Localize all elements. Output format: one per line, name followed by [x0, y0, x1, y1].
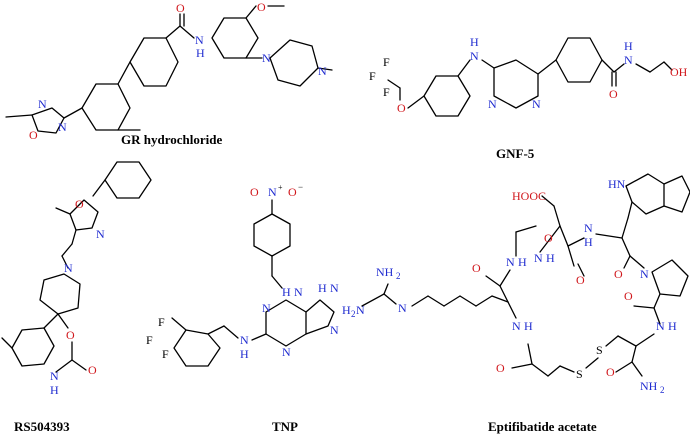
caption-gr-hydrochloride: GR hydrochloride: [121, 132, 222, 147]
atom-n-amide: N: [624, 53, 633, 67]
atom-o-amide: O: [609, 87, 618, 101]
atom-o5: O: [472, 261, 481, 275]
atom-nh2-end: NH: [640, 379, 658, 393]
atom-f1: F: [158, 315, 165, 329]
atom-o-methoxy: O: [257, 0, 266, 14]
atom-n-pip2: N: [318, 64, 327, 78]
atom-h-gly: H: [518, 255, 527, 269]
atom-o-ether: O: [397, 101, 406, 115]
atom-f2: F: [146, 333, 153, 347]
atom-h-n7: H: [318, 281, 327, 295]
atom-n-ring2: N: [282, 345, 291, 359]
atom-oh: OH: [670, 65, 688, 79]
atom-o3: O: [624, 289, 633, 303]
atom-n-guan2: N: [398, 301, 407, 315]
atom-n2: N: [656, 319, 665, 333]
atom-n-nitro: N: [268, 185, 277, 199]
atom-h-top: H: [282, 285, 291, 299]
atom-o-ox: O: [29, 128, 38, 142]
structure-tnp: N + O O − H N H N N N N N H F F F: [146, 182, 339, 367]
caption-rs504393: RS504393: [14, 419, 70, 434]
atom-o2: O: [614, 267, 623, 281]
atom-hooc: HOOC: [512, 189, 546, 203]
atom-h2: H: [668, 319, 677, 333]
atom-minus: −: [298, 182, 303, 192]
atom-h-bottom: H: [240, 347, 249, 361]
structure-rs504393: O N N O O N H: [1, 161, 152, 397]
structure-eptifibatide-acetate: HOOC HN N H O O N O N H O NH 2: [342, 173, 690, 395]
atom-h5: H: [524, 319, 533, 333]
atom-n-n7: N: [330, 281, 339, 295]
atom-o-nitro1: O: [250, 185, 259, 199]
atom-f3: F: [383, 85, 390, 99]
atom-nh-indole: HN: [608, 177, 626, 191]
atom-n-arg: N: [534, 251, 543, 265]
atom-f3: F: [162, 347, 169, 361]
atom-n-pip: N: [64, 261, 73, 275]
atom-nh: N: [195, 33, 204, 47]
atom-n-ox2: N: [58, 120, 67, 134]
atom-h1: H: [584, 235, 593, 249]
atom-n-guan: N: [356, 303, 365, 317]
structure-gnf-5: F F F O N H N N O H N OH: [369, 35, 688, 117]
atom-n-pyr2: N: [532, 97, 541, 111]
caption-gnf-5: GNF-5: [496, 146, 535, 161]
atom-n-bottom: N: [240, 333, 249, 347]
atom-n-ox1: N: [38, 97, 47, 111]
atom-h-amide: H: [624, 39, 633, 53]
atom-o-carbonyl: O: [176, 1, 185, 15]
atom-o4: O: [544, 231, 553, 245]
atom-o-carbonyl: O: [88, 363, 97, 377]
atom-n1: N: [584, 221, 593, 235]
caption-tnp: TNP: [272, 419, 298, 434]
atom-o-oxazole: O: [75, 197, 84, 211]
atom-h2n: H: [342, 303, 351, 317]
atom-n-oxazole: N: [96, 227, 105, 241]
atom-o6: O: [496, 361, 505, 375]
atom-n-ring1: N: [262, 301, 271, 315]
atom-nh2-end-sub: 2: [660, 385, 665, 395]
atom-f2: F: [369, 69, 376, 83]
atom-h-nh: H: [196, 46, 205, 60]
atom-h2n-sub: 2: [351, 309, 356, 319]
atom-n-pro: N: [640, 267, 649, 281]
atom-o-ring: O: [66, 328, 75, 342]
atom-n5: N: [512, 319, 521, 333]
atom-s2: S: [576, 367, 583, 381]
atom-nh2: NH: [376, 265, 394, 279]
atom-h-ring: H: [50, 383, 59, 397]
atom-n-ring: N: [50, 369, 59, 383]
atom-o1: O: [576, 273, 585, 287]
atom-f1: F: [383, 55, 390, 69]
atom-h-top: H: [470, 35, 479, 49]
atom-o-amide: O: [606, 365, 615, 379]
atom-n-ring3: N: [330, 323, 339, 337]
caption-eptifibatide-acetate: Eptifibatide acetate: [488, 419, 597, 434]
atom-n-gly: N: [506, 255, 515, 269]
atom-o-nitro2: O: [288, 185, 297, 199]
atom-h-arg: H: [546, 251, 555, 265]
structure-gr-hydrochloride: N N O O N H O N N: [5, 0, 333, 142]
atom-n-top: N: [470, 49, 479, 63]
atom-s1: S: [596, 343, 603, 357]
atom-n-pyr1: N: [488, 97, 497, 111]
atom-n-top: N: [294, 285, 303, 299]
atom-n-pip1: N: [262, 51, 271, 65]
atom-plus: +: [278, 183, 283, 192]
atom-nh2-sub: 2: [396, 271, 401, 281]
